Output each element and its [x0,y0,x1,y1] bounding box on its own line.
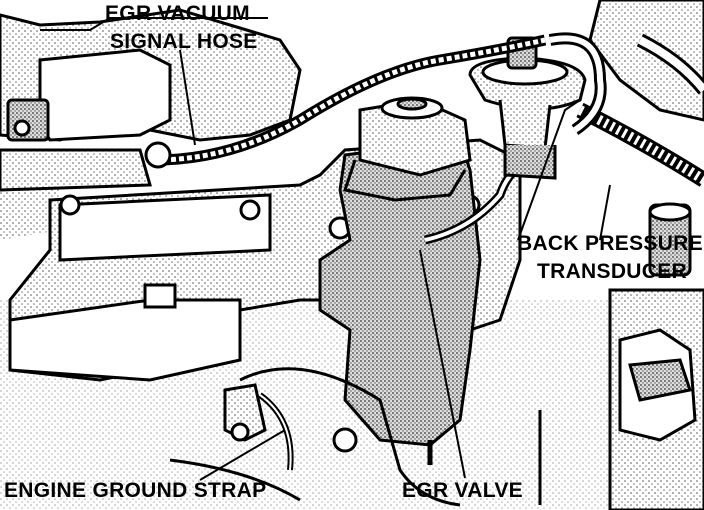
label-engine-ground-strap: ENGINE GROUND STRAP [4,479,266,502]
label-egr-vacuum-line1: EGR VACUUM [105,2,250,25]
label-back-pressure-line2: TRANSDUCER [537,260,687,283]
leader-lines [40,17,611,481]
egr-vacuum-signal-hose [144,34,547,169]
background-shading [0,185,60,240]
label-back-pressure-line1: BACK PRESSURE [517,232,703,255]
label-egr-valve: EGR VALVE [402,479,523,502]
label-egr-vacuum-line2: SIGNAL HOSE [110,30,258,53]
right-components [576,0,704,510]
lower-engine-block [169,367,542,507]
air-cleaner-housing [0,8,302,192]
egr-valve [318,96,519,465]
engine-ground-strap [223,383,358,471]
